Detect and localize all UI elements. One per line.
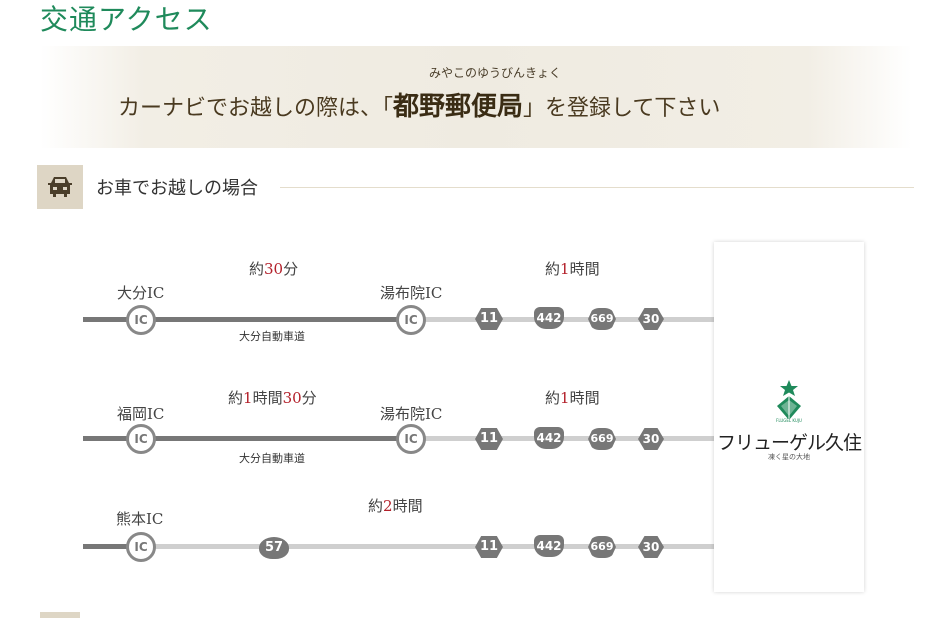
route-1-mid-ic-node: IC [396, 305, 426, 335]
route-2-start-ic-label: 福岡IC [117, 405, 165, 423]
route-2-shield-2: 442 [534, 427, 564, 449]
route-1-mid-ic-label: 湯布院IC [380, 284, 443, 302]
destination-card: FLUGEL KUJU フリューゲル久住 凍く星の大地 [714, 242, 864, 592]
route-1-start-ic-label: 大分IC [117, 284, 165, 302]
navi-prefix: カーナビでお越しの際は、「 [118, 96, 394, 121]
brand-logo-text: FLUGEL KUJU [776, 418, 802, 423]
route-3-start-ic-node: IC [126, 532, 156, 562]
route-1-local-line [413, 317, 715, 322]
destination-name: フリューゲル久住 [716, 432, 862, 454]
car-icon-box [37, 165, 83, 209]
route-3-shield-3: 442 [534, 535, 564, 557]
route-3-start-ic-label: 熊本IC [116, 510, 164, 528]
route-2-mid-ic-label: 湯布院IC [380, 405, 443, 423]
route-2-expressway-line [83, 436, 413, 441]
route-1-expressway-line [83, 317, 413, 322]
section-title: お車でお越しの場合 [96, 178, 258, 199]
navi-banner: みやこのゆうびんきょく カーナビでお越しの際は、「都野郵便局」を登録して下さい [40, 46, 912, 148]
destination-tagline: 凍く星の大地 [768, 453, 810, 461]
navi-instruction: カーナビでお越しの際は、「都野郵便局」を登録して下さい [118, 86, 720, 123]
route-2-mid-ic-node: IC [396, 424, 426, 454]
route-1-shield-3: 669 [588, 308, 616, 330]
route-2-shield-4: 30 [638, 428, 664, 450]
section-divider [280, 187, 914, 188]
route-2-shield-1: 11 [475, 428, 503, 450]
navi-destination: 都野郵便局 [393, 92, 524, 122]
route-1-shield-2: 442 [534, 307, 564, 329]
route-1-start-ic-node: IC [126, 305, 156, 335]
route-1-shield-1: 11 [475, 308, 503, 330]
brand-logo-icon [777, 380, 801, 420]
route-1-time1: 約30分 [249, 260, 299, 278]
route-3-shield-2: 11 [475, 536, 503, 558]
route-3-time: 約2時間 [368, 497, 423, 515]
destination-furigana: みやこのゆうびんきょく [428, 66, 561, 80]
page-title: 交通アクセス [40, 3, 213, 36]
route-2-start-ic-node: IC [126, 424, 156, 454]
next-section-icon-box [40, 612, 80, 618]
route-2-shield-3: 669 [588, 428, 616, 450]
route-2-time2: 約1時間 [545, 389, 600, 407]
route-1-shield-4: 30 [638, 308, 664, 330]
route-3-shield-1: 57 [259, 537, 289, 559]
route-2-time1: 約1時間30分 [228, 389, 317, 407]
navi-suffix: 」を登録して下さい [523, 96, 721, 121]
route-3-shield-4: 669 [588, 536, 616, 558]
route-2-road-name: 大分自動車道 [239, 452, 305, 465]
route-3-shield-5: 30 [638, 536, 664, 558]
route-3-start-line [83, 544, 133, 549]
route-1-road-name: 大分自動車道 [239, 330, 305, 343]
route-2-local-line [413, 436, 715, 441]
route-1-time2: 約1時間 [545, 260, 600, 278]
route-3-local-line [133, 544, 715, 549]
car-icon [48, 177, 72, 197]
